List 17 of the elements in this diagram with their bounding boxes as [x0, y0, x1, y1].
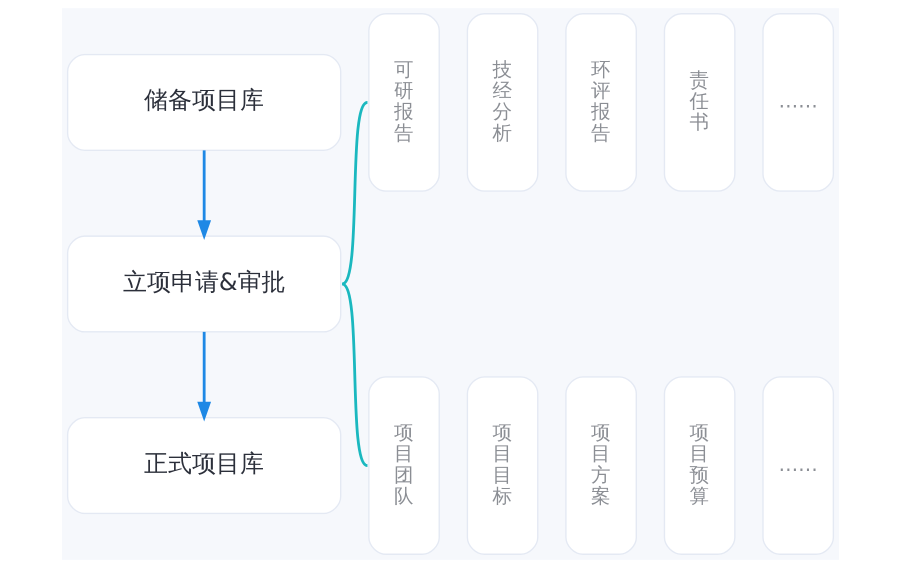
node-box: 环评报告: [564, 13, 636, 192]
node-box: 责任书: [663, 13, 736, 192]
node-box: 储备项目库: [66, 54, 341, 151]
node-box: 技经分析: [466, 13, 538, 192]
node-box: 项目预算: [663, 376, 736, 555]
node-box: 项目团队: [368, 376, 440, 555]
node-box: 项目方案: [564, 376, 636, 555]
node-box: ……: [762, 376, 834, 555]
arrow: [196, 332, 211, 422]
connector: [340, 282, 368, 467]
node-box: 可研报告: [368, 13, 440, 192]
node-box: 项目目标: [466, 376, 538, 555]
node-box: ……: [762, 13, 834, 192]
node-box: 正式项目库: [66, 417, 341, 514]
connector: [340, 101, 368, 286]
arrow: [196, 150, 211, 240]
node-box: 立项申请&审批: [66, 235, 341, 333]
